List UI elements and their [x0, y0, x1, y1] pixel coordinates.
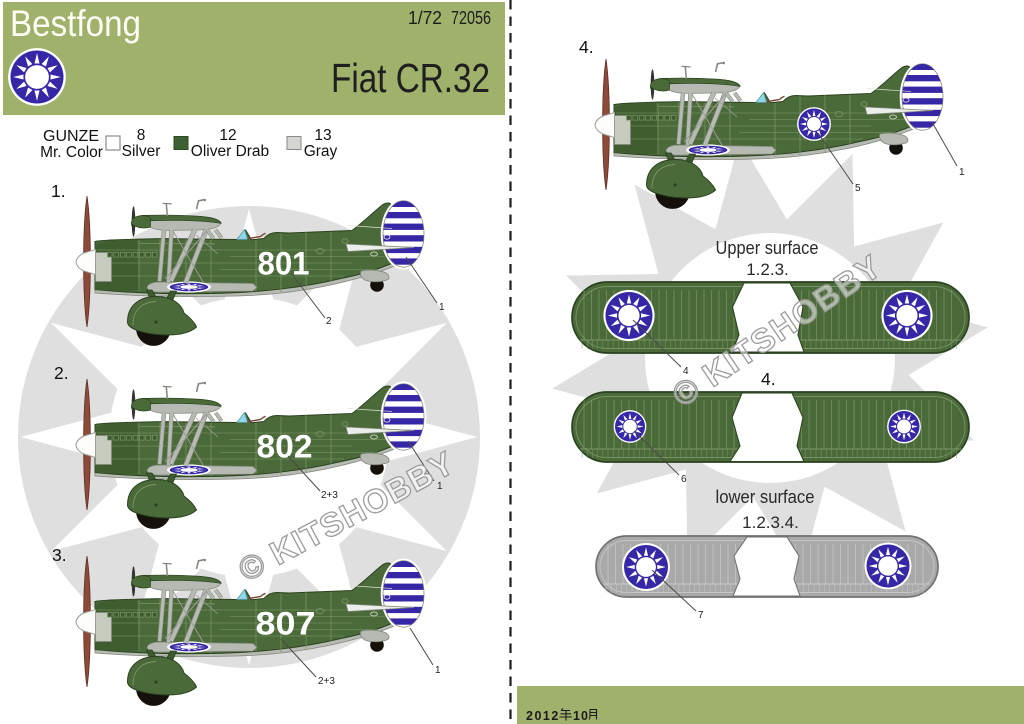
svg-text:3.: 3. — [52, 545, 67, 565]
svg-text:Silver: Silver — [122, 143, 161, 160]
svg-text:4.: 4. — [761, 369, 776, 389]
svg-text:13: 13 — [314, 127, 331, 144]
svg-text:807: 807 — [256, 606, 316, 642]
svg-text:10: 10 — [573, 709, 589, 723]
svg-text:8: 8 — [137, 127, 146, 144]
svg-text:1.2.3.: 1.2.3. — [746, 260, 789, 279]
svg-text:1.: 1. — [51, 181, 66, 201]
svg-text:Fiat CR.32: Fiat CR.32 — [331, 55, 490, 101]
svg-text:Bestfong: Bestfong — [10, 3, 141, 44]
svg-text:2.: 2. — [54, 363, 69, 383]
svg-text:1: 1 — [437, 481, 443, 492]
svg-text:4: 4 — [683, 366, 689, 377]
svg-text:7: 7 — [698, 610, 704, 621]
svg-text:Mr. Color: Mr. Color — [40, 144, 103, 161]
svg-text:6: 6 — [681, 474, 687, 485]
svg-text:12: 12 — [219, 127, 236, 144]
svg-text:Oliver Drab: Oliver Drab — [191, 143, 269, 160]
svg-text:1: 1 — [435, 665, 441, 676]
svg-text:801: 801 — [258, 246, 310, 282]
svg-text:72056: 72056 — [451, 7, 491, 28]
svg-text:5: 5 — [855, 183, 861, 194]
svg-text:GUNZE: GUNZE — [43, 128, 99, 145]
svg-text:1/72: 1/72 — [408, 7, 442, 28]
svg-text:lower surface: lower surface — [716, 487, 815, 507]
svg-text:Gray: Gray — [304, 143, 338, 160]
svg-text:Upper surface: Upper surface — [716, 238, 819, 258]
svg-text:1: 1 — [959, 167, 965, 178]
svg-text:1.2.3.4.: 1.2.3.4. — [742, 513, 799, 532]
svg-text:1: 1 — [439, 302, 445, 313]
svg-text:2+3: 2+3 — [318, 676, 335, 687]
svg-text:2+3: 2+3 — [321, 490, 338, 501]
svg-text:2: 2 — [326, 316, 332, 327]
svg-text:4.: 4. — [579, 37, 594, 57]
svg-text:802: 802 — [257, 429, 313, 465]
svg-text:2012: 2012 — [526, 709, 560, 723]
